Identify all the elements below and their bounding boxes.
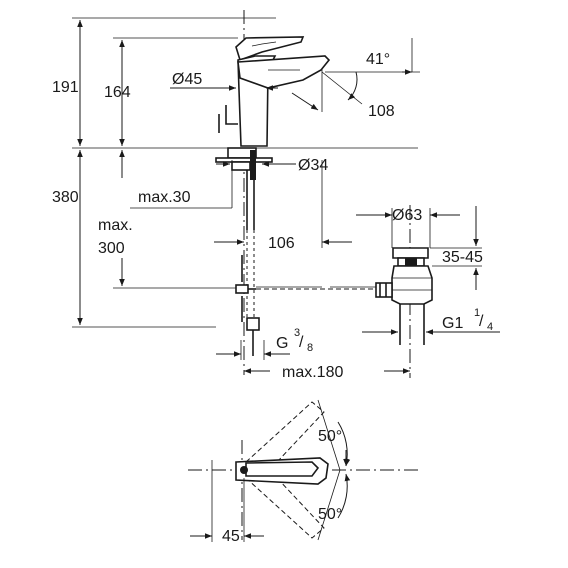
faucet-spout xyxy=(237,55,331,89)
dim-text-g1: G1 xyxy=(442,315,463,332)
dim-text-45: 45 xyxy=(222,528,240,545)
dim-text-max30: max.30 xyxy=(138,189,191,206)
dim-text-108: 108 xyxy=(368,103,395,120)
faucet-top-view xyxy=(188,399,420,541)
dim-text-d34: Ø34 xyxy=(298,157,328,174)
dim-text-d45: Ø45 xyxy=(172,71,202,88)
dim-text-d63: Ø63 xyxy=(392,207,422,224)
faucet-side-view xyxy=(215,36,331,356)
dim-text-g38: G xyxy=(276,335,288,352)
dim-text-max-label: max. xyxy=(98,217,133,234)
dim-text-max-value: 300 xyxy=(98,240,125,257)
dim-text-35-45: 35-45 xyxy=(442,249,483,266)
dim-text-g1-den: 4 xyxy=(487,321,493,333)
dim-line-108 xyxy=(291,92,319,111)
dim-text-106: 106 xyxy=(268,235,295,252)
dim-text-50-top: 50° xyxy=(318,428,342,445)
dim-text-angle41: 41° xyxy=(366,51,390,68)
dim-text-g38-slash: / xyxy=(299,334,304,351)
supply-fitting xyxy=(246,317,260,331)
dim-arc-50-bottom xyxy=(337,473,351,519)
waste-assembly xyxy=(375,247,433,345)
waste-flange xyxy=(392,247,429,259)
popup-rod xyxy=(225,105,238,125)
lever-pivot xyxy=(240,466,248,474)
dim-text-164: 164 xyxy=(104,84,131,101)
dim-text-191: 191 xyxy=(52,79,79,96)
dim-text-max180: max.180 xyxy=(282,364,343,381)
dim-text-g1-num: 1 xyxy=(474,307,480,319)
dim-line-angle41 xyxy=(321,71,363,105)
waste-body xyxy=(391,265,433,305)
dim-text-g38-den: 8 xyxy=(307,342,313,354)
dim-text-g38-num: 3 xyxy=(294,327,300,339)
dim-text-380: 380 xyxy=(52,189,79,206)
dim-text-g1-slash: / xyxy=(479,313,484,330)
dim-text-50-bottom: 50° xyxy=(318,506,342,523)
